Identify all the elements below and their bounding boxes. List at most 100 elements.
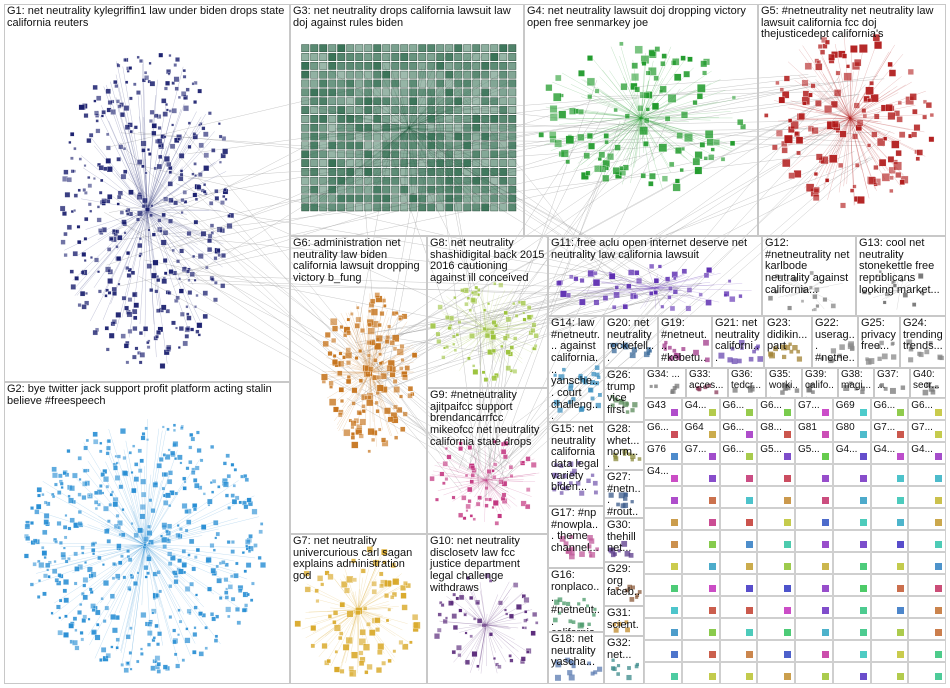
small-group-cell [871,464,909,486]
small-group-label: G6... [723,400,745,411]
small-group-node [935,409,942,416]
small-group-node [897,519,904,526]
small-group-node [897,673,904,680]
small-group-cell [871,662,909,684]
group-g16-panel: G16: ronplaco... #netneut... california.… [548,568,604,632]
group-g19-panel: G19: #netneut... #kebetu... [658,316,712,368]
small-group-cell [908,530,946,552]
small-group-node [709,629,716,636]
small-group-cell [757,662,795,684]
group-g3-label: G3: net neutrality drops california laws… [293,6,521,29]
group-g28-panel: G28: whet... norm... [604,422,644,470]
small-group-cell: G8... [757,420,795,442]
small-group-node [671,541,678,548]
small-group-node [822,585,829,592]
small-group-cell [871,596,909,618]
small-group-label: G81 [798,422,817,433]
group-g4-panel: G4: net neutrality lawsuit doj dropping … [524,4,758,236]
small-group-node [784,651,791,658]
small-group-cell [757,596,795,618]
group-g7-panel: G7: net neutrality univercurious carl sa… [290,534,427,684]
small-group-node [897,629,904,636]
small-group-cell: G5... [757,442,795,464]
group-g9-label: G9: #netneutrality ajitpaifcc support br… [430,390,545,448]
small-group-cell [682,596,720,618]
small-group-node [897,431,904,438]
small-group-node [746,519,753,526]
small-group-cell: G76 [644,442,682,464]
small-group-node [860,563,867,570]
small-group-label: G4... [685,400,707,411]
small-group-node [746,673,753,680]
group-g40-label: G40: secr... [913,370,943,391]
small-group-cell [908,662,946,684]
small-group-node [860,585,867,592]
group-g1-panel: G1: net neutrality kylegriffin1 law unde… [4,4,290,382]
small-group-node [822,673,829,680]
small-group-cell [795,464,833,486]
small-group-label: G7... [911,422,933,433]
small-group-cell [757,574,795,596]
small-group-node [709,563,716,570]
small-group-node [784,541,791,548]
small-group-cell [720,552,758,574]
small-group-cell: G43 [644,398,682,420]
small-group-node [671,453,678,460]
group-g36-label: G36: tedcr... [731,370,763,391]
small-group-node [935,519,942,526]
small-group-cell [871,552,909,574]
small-group-cell [795,596,833,618]
small-group-node [784,409,791,416]
small-group-cell [908,464,946,486]
small-group-node [709,409,716,416]
small-group-cell [871,574,909,596]
small-group-node [860,673,867,680]
small-group-cell [720,486,758,508]
small-group-node [709,453,716,460]
group-g39-panel: G39: califo... [802,368,838,398]
group-g3-panel: G3: net neutrality drops california laws… [290,4,524,236]
small-group-cell [682,618,720,640]
small-group-cell: G7... [871,420,909,442]
small-group-node [746,585,753,592]
group-g11-label: G11: free aclu open internet deserve net… [551,238,759,261]
group-g25-label: G25: privacy free... [861,318,897,353]
small-group-node [860,475,867,482]
group-g6-label: G6: administration net neutrality law bi… [293,238,424,285]
small-group-cell [833,640,871,662]
group-g12-label: G12: #netneutrality net karlbode neutral… [765,238,853,296]
small-group-node [709,497,716,504]
small-group-node [935,673,942,680]
small-group-cell [644,530,682,552]
small-group-cell [833,662,871,684]
group-g14-label: G14: law #netneutr... against california… [551,318,601,422]
small-group-cell: G4... [833,442,871,464]
small-group-cell [644,552,682,574]
small-group-cell [908,574,946,596]
group-g10-panel: G10: net neutrality disclosetv law fcc j… [427,534,548,684]
small-group-cell: G6... [908,398,946,420]
small-group-node [671,563,678,570]
group-g11-panel: G11: free aclu open internet deserve net… [548,236,762,316]
small-group-cell: G6... [871,398,909,420]
small-group-cell [833,552,871,574]
small-group-cell [833,464,871,486]
small-group-cell [682,464,720,486]
small-group-node [897,607,904,614]
small-group-node [746,475,753,482]
small-group-node [935,541,942,548]
small-group-node [935,629,942,636]
group-g33-label: G33: acces... [689,370,725,391]
small-group-node [671,673,678,680]
small-group-cell: G6... [644,420,682,442]
small-group-node [709,607,716,614]
group-g18-panel: G18: net neutrality yascha... [548,632,604,684]
small-group-cell [795,640,833,662]
small-group-node [897,475,904,482]
small-group-node [897,651,904,658]
small-group-label: G4... [874,444,896,455]
small-group-node [935,651,942,658]
small-group-label: G80 [836,422,855,433]
small-group-cell [871,640,909,662]
